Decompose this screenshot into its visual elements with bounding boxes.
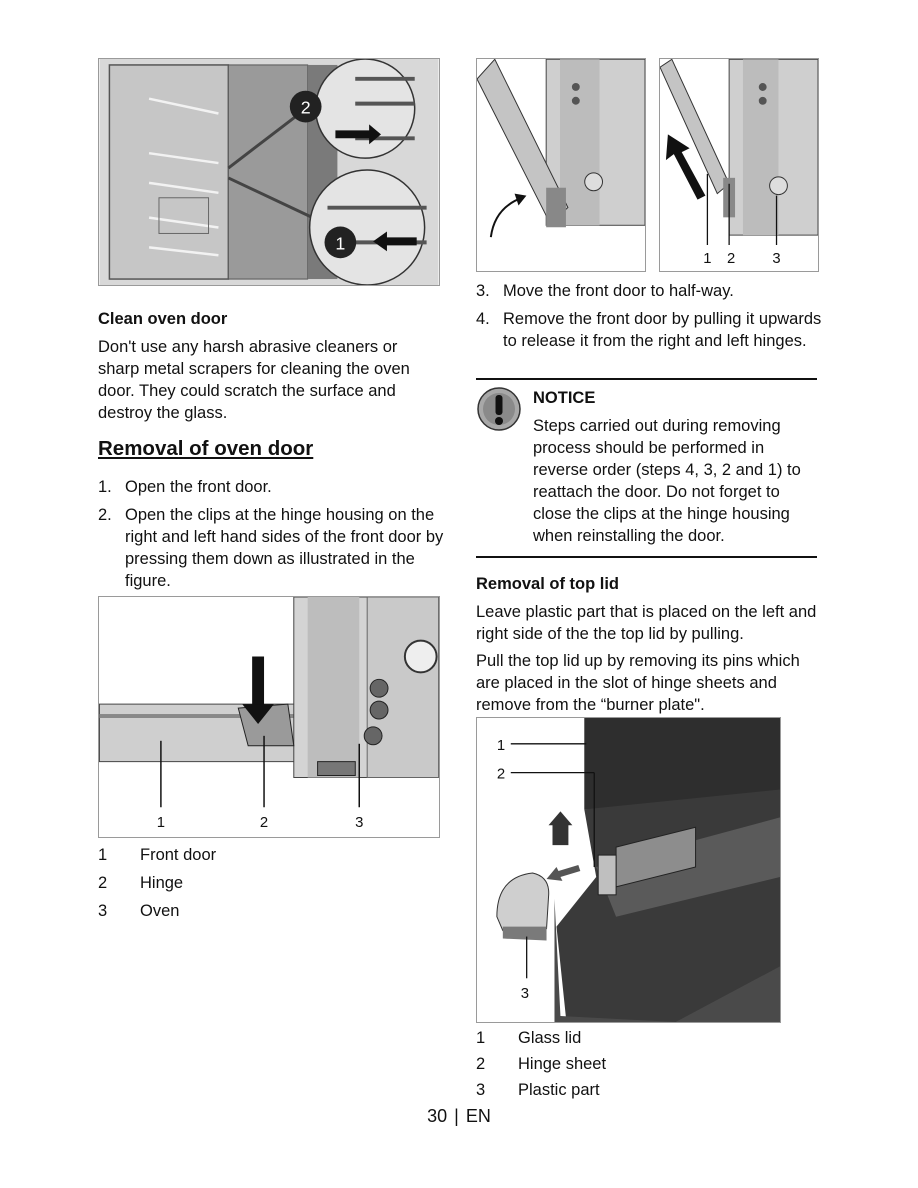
step-text: Open the clips at the hinge housing on t… — [125, 506, 444, 590]
callout-3: 3 — [772, 251, 780, 267]
callout-1: 1 — [335, 233, 345, 253]
legend-text: Plastic part — [518, 1081, 600, 1099]
legend-number: 2 — [476, 1055, 486, 1073]
step-number: 2. — [98, 506, 112, 524]
legend-number: 1 — [98, 846, 108, 864]
legend-text: Oven — [140, 902, 180, 920]
notice-text: Steps carried out during removing proces… — [533, 417, 801, 545]
legend-text: Front door — [140, 846, 217, 864]
callout-1: 1 — [703, 251, 711, 267]
step-text: Open the front door. — [125, 478, 272, 496]
step-text: Move the front door to half-way. — [503, 282, 734, 300]
figure-door-half-way — [476, 58, 646, 272]
figure-door-lift-off: 1 2 3 — [659, 58, 819, 272]
callout-1: 1 — [497, 738, 505, 754]
removal-of-oven-door-heading: Removal of oven door — [98, 437, 314, 460]
footer-separator: | — [454, 1106, 459, 1126]
legend-text: Hinge sheet — [518, 1055, 607, 1073]
legend-text: Glass lid — [518, 1029, 582, 1047]
figure-door-hinge: 1 2 3 — [98, 596, 440, 838]
figure-top-lid: 1 2 3 — [476, 717, 781, 1023]
legend-number: 2 — [98, 874, 108, 892]
step-number: 3. — [476, 282, 490, 300]
clean-oven-door-heading: Clean oven door — [98, 310, 228, 328]
step-number: 1. — [98, 478, 112, 496]
callout-2: 2 — [260, 815, 268, 831]
legend-text: Hinge — [140, 874, 184, 892]
top-lid-paragraph-2: Pull the top lid up by removing its pins… — [476, 652, 800, 714]
callout-2: 2 — [301, 98, 311, 118]
callout-2: 2 — [727, 251, 735, 267]
figure-oven-interior-clips: 2 1 — [98, 58, 440, 286]
step-text: Remove the front door by pulling it upwa… — [503, 310, 822, 350]
removal-of-top-lid-heading: Removal of top lid — [476, 575, 620, 593]
top-lid-paragraph-1: Leave plastic part that is placed on the… — [476, 603, 817, 643]
callout-3: 3 — [521, 986, 529, 1002]
clean-oven-door-paragraph: Don't use any harsh abrasive cleaners or… — [98, 338, 410, 422]
legend-number: 3 — [98, 902, 108, 920]
callout-1: 1 — [157, 815, 165, 831]
notice-title: NOTICE — [533, 389, 596, 407]
step-number: 4. — [476, 310, 490, 328]
notice-top-rule — [476, 378, 817, 380]
page-footer: 30 | EN — [0, 1104, 918, 1128]
warning-icon — [476, 386, 522, 432]
callout-2: 2 — [497, 767, 505, 783]
page-number: 30 — [427, 1106, 448, 1126]
legend-number: 3 — [476, 1081, 486, 1099]
notice-bottom-rule — [476, 556, 817, 558]
legend-number: 1 — [476, 1029, 486, 1047]
language-code: EN — [465, 1106, 491, 1126]
callout-3: 3 — [355, 815, 363, 831]
